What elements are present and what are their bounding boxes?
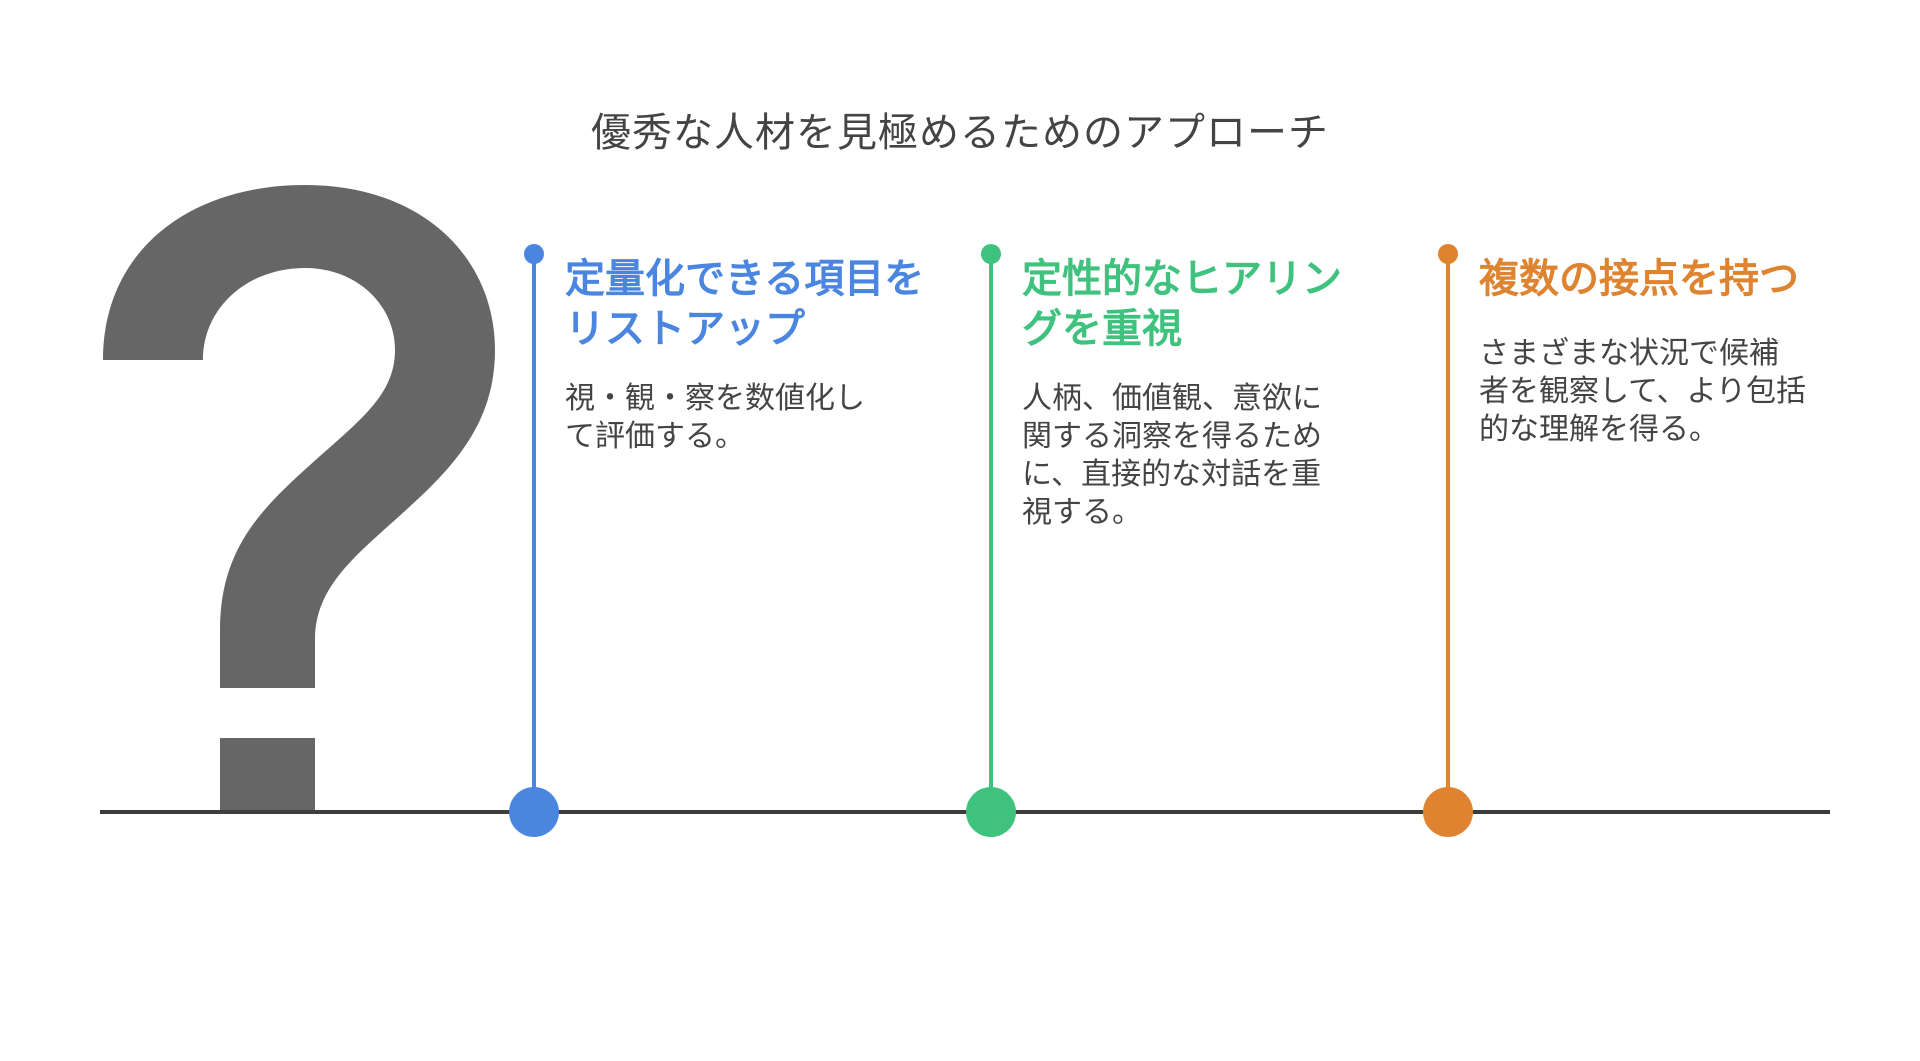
step-2-top-dot	[981, 244, 1001, 264]
step-2-desc-line-1: 人柄、価値観、意欲に	[1022, 381, 1322, 416]
step-1-top-dot	[524, 244, 544, 264]
step-2-heading: 定性的なヒアリン グを重視	[1022, 254, 1412, 354]
step-1-heading: 定量化できる項目を リストアップ	[565, 254, 955, 354]
diagram-title: 優秀な人材を見極めるためのアプローチ	[591, 110, 1329, 156]
step-1-marker	[509, 787, 559, 837]
question-mark-icon	[103, 185, 495, 813]
step-1-description: 視・観・察を数値化し て評価する。	[565, 380, 925, 456]
step-2-desc-line-3: に、直接的な対話を重	[1022, 457, 1322, 492]
step-2-desc-line-4: 視する。	[1022, 495, 1142, 530]
timeline-baseline	[100, 810, 1830, 814]
step-1-heading-line-1: 定量化できる項目を	[565, 256, 925, 302]
step-3-heading: 複数の接点を持つ	[1479, 254, 1869, 304]
step-2-desc-line-2: 関する洞察を得るため	[1022, 419, 1322, 454]
step-2-connector	[989, 255, 993, 810]
step-3-top-dot	[1438, 244, 1458, 264]
step-1-connector	[532, 255, 536, 810]
step-3-description: さまざまな状況で候補 者を観察して、より包括 的な理解を得る。	[1479, 335, 1839, 449]
step-2-marker	[966, 787, 1016, 837]
step-3-desc-line-2: 者を観察して、より包括	[1479, 374, 1806, 409]
step-3-marker	[1423, 787, 1473, 837]
step-3-desc-line-1: さまざまな状況で候補	[1479, 336, 1779, 371]
step-3-desc-line-3: 的な理解を得る。	[1479, 412, 1719, 447]
step-2-heading-line-1: 定性的なヒアリン	[1022, 256, 1342, 302]
step-3-connector	[1446, 255, 1450, 810]
step-2-heading-line-2: グを重視	[1022, 306, 1182, 352]
step-3-heading-line-1: 複数の接点を持つ	[1479, 256, 1799, 302]
step-1-desc-line-2: て評価する。	[565, 419, 745, 454]
step-1-heading-line-2: リストアップ	[565, 306, 805, 352]
step-1-desc-line-1: 視・観・察を数値化し	[565, 381, 865, 416]
step-2-description: 人柄、価値観、意欲に 関する洞察を得るため に、直接的な対話を重 視する。	[1022, 380, 1382, 532]
